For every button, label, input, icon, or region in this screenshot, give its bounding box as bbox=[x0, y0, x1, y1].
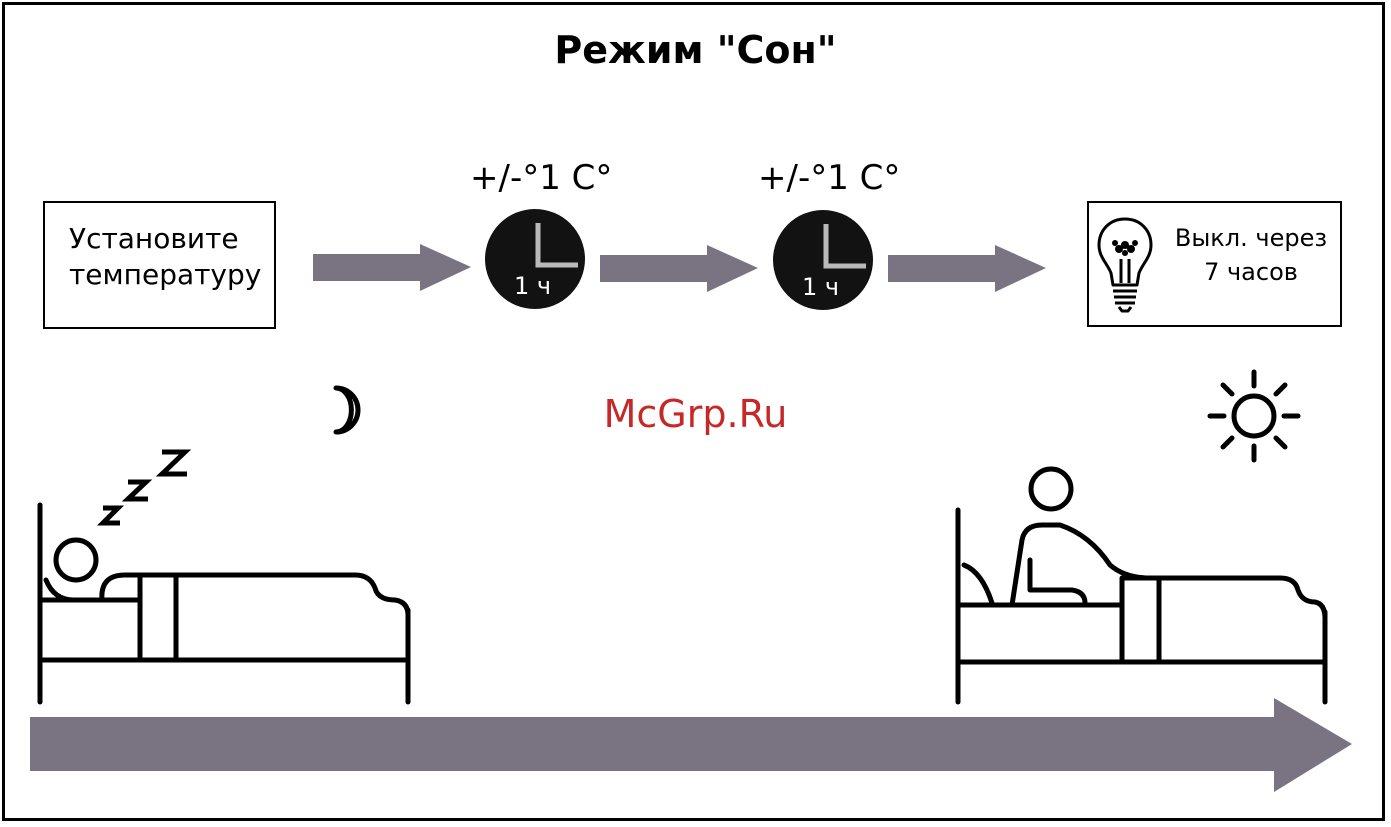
arrow-right-icon bbox=[313, 244, 471, 291]
sleep-zzz-icon bbox=[103, 452, 187, 523]
step2-duration-label: 1 ч bbox=[802, 273, 839, 301]
watermark: McGrp.Ru bbox=[0, 392, 1391, 436]
arrow-right-icon bbox=[600, 245, 758, 292]
waking-person-bed-icon bbox=[958, 469, 1325, 702]
step1-duration-label: 1 ч bbox=[514, 272, 551, 300]
light-bulb-icon bbox=[1091, 207, 1161, 325]
off-after-line1: Выкл. через bbox=[1161, 221, 1341, 255]
off-after-text: Выкл. через 7 часов bbox=[1161, 221, 1341, 289]
off-after-box: Выкл. через 7 часов bbox=[1087, 201, 1342, 327]
arrow-right-icon bbox=[888, 245, 1046, 292]
sleeping-person-bed-icon bbox=[40, 505, 408, 702]
timeline-arrow-icon bbox=[30, 698, 1352, 792]
off-after-line2: 7 часов bbox=[1161, 255, 1341, 289]
